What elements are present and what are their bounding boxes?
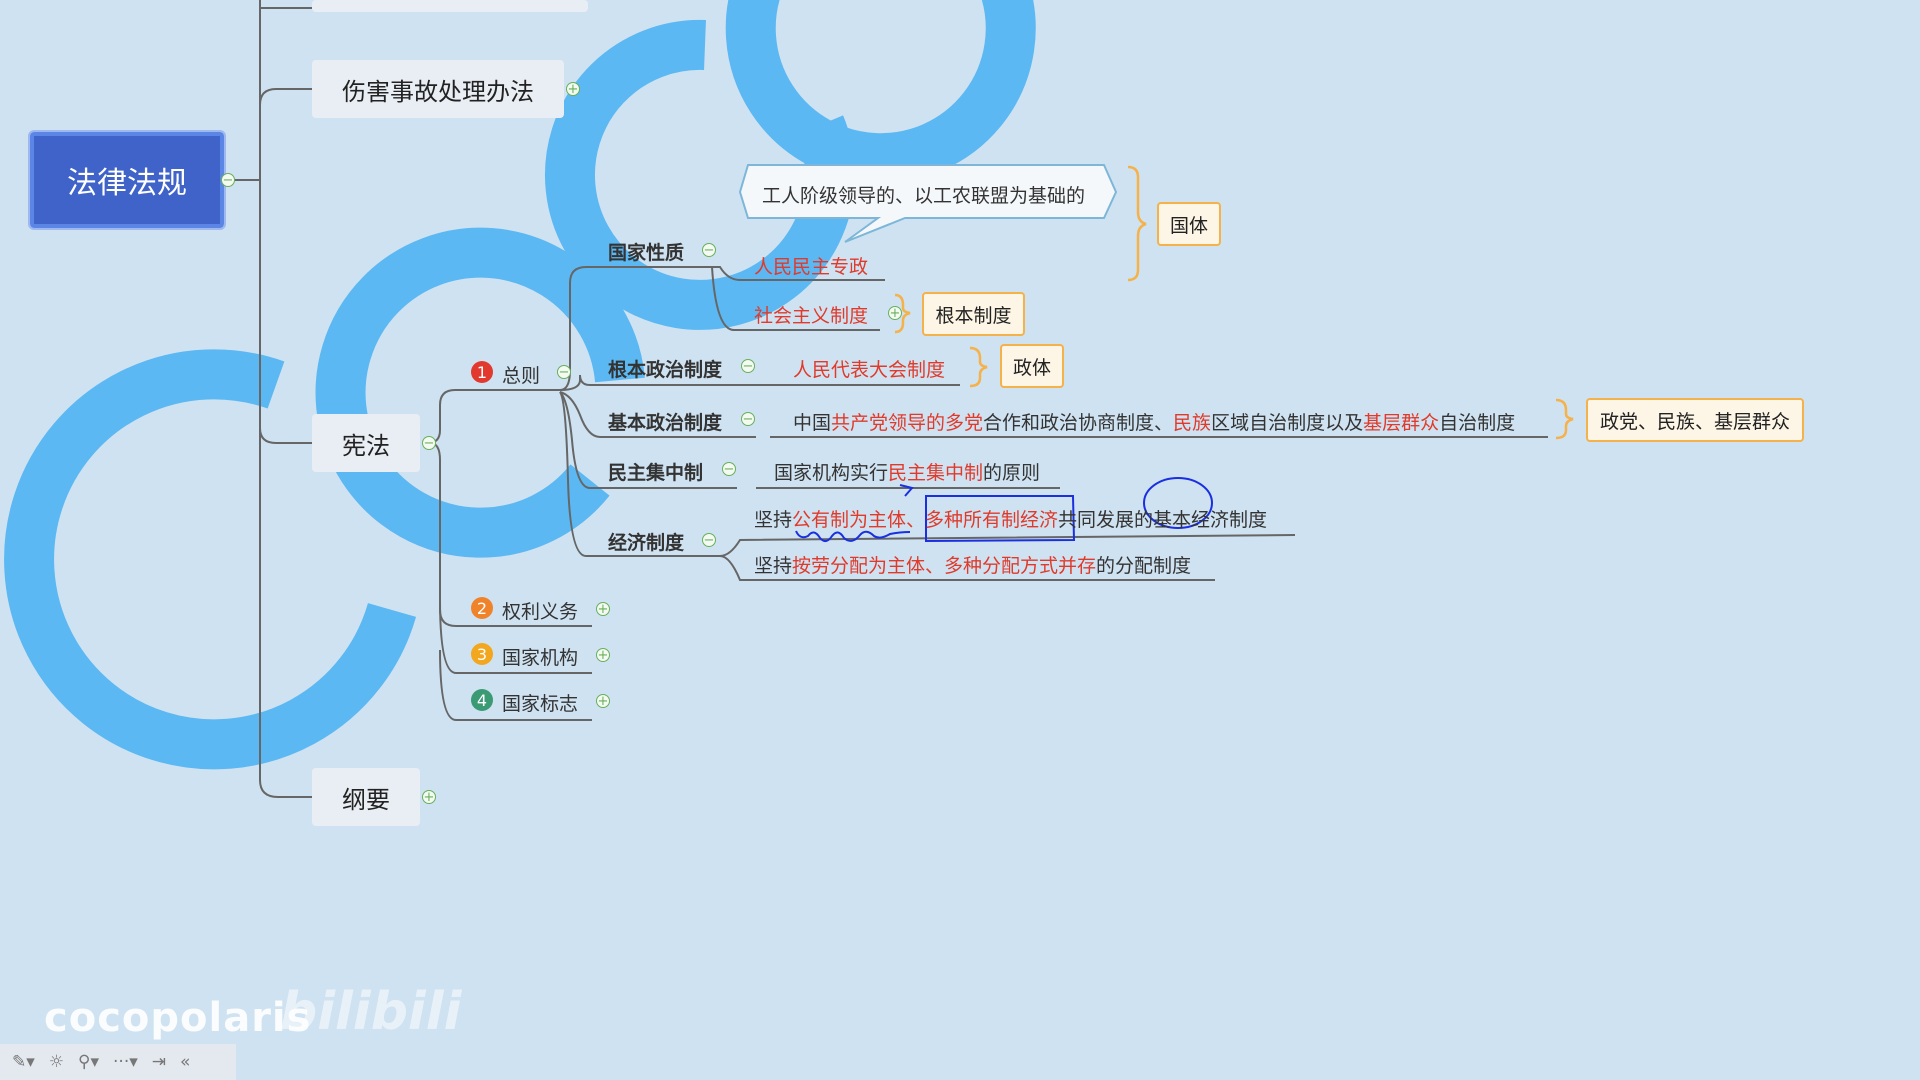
economic-line-1[interactable]: 坚持公有制为主体、多种所有制经济共同发展的基本经济制度 — [754, 509, 1268, 531]
tag-state-form[interactable]: 国体 — [1157, 202, 1221, 246]
presentation-toolbar: ✎▾ ☼ ⚲▾ ···▾ ⇥ « — [0, 1044, 236, 1080]
trunk-line — [259, 0, 312, 798]
accident-expand-toggle[interactable]: + — [566, 82, 580, 97]
more-icon[interactable]: ···▾ — [113, 1052, 138, 1072]
node-basic-political[interactable]: 基本政治制度 — [608, 412, 723, 434]
tag-gov-form[interactable]: 政体 — [1000, 344, 1064, 388]
rights-expand-toggle[interactable]: + — [596, 602, 610, 617]
symbols-expand-toggle[interactable]: + — [596, 694, 610, 709]
basic-collapse-toggle[interactable]: − — [741, 412, 755, 427]
state-nature-collapse-toggle[interactable]: − — [702, 243, 716, 258]
root-label: 法律法规 — [67, 166, 187, 201]
node-socialist-system[interactable]: 社会主义制度 — [754, 305, 869, 327]
branch-constitution[interactable]: 宪法 — [312, 414, 420, 472]
node-democratic-centralism[interactable]: 民主集中制 — [608, 462, 704, 484]
outline-expand-toggle[interactable]: + — [422, 790, 436, 805]
callout-bubble — [738, 164, 1118, 243]
node-rights-duties[interactable]: 权利义务 — [502, 601, 579, 623]
node-state-nature[interactable]: 国家性质 — [608, 242, 685, 264]
brace-gov-form — [969, 346, 988, 388]
tag-parties[interactable]: 政党、民族、基层群众 — [1586, 398, 1804, 442]
brace-parties — [1555, 398, 1574, 440]
branch-top-partial[interactable] — [312, 0, 588, 12]
economic-collapse-toggle[interactable]: − — [702, 533, 716, 548]
site-logo: bilibili — [280, 982, 462, 1042]
branch-accident-label: 伤害事故处理办法 — [342, 77, 534, 106]
node-peoples-congress[interactable]: 人民代表大会制度 — [793, 359, 946, 381]
fundamental-collapse-toggle[interactable]: − — [741, 359, 755, 374]
basic-political-text[interactable]: 中国共产党领导的多党合作和政治协商制度、民族区域自治制度以及基层群众自治制度 — [793, 412, 1516, 434]
node-state-symbols[interactable]: 国家标志 — [502, 693, 579, 715]
priority-1-icon: 1 — [471, 361, 493, 383]
callout-text: 工人阶级领导的、以工农联盟为基础的 — [762, 185, 1086, 207]
uploader-watermark: cocopolaris — [44, 995, 312, 1041]
brace-basic-system — [894, 293, 911, 334]
branch-accident[interactable]: 伤害事故处理办法 — [312, 60, 564, 118]
root-collapse-toggle[interactable]: − — [221, 173, 235, 188]
priority-2-icon: 2 — [471, 597, 493, 619]
brace-state-form — [1127, 165, 1147, 282]
pen-icon[interactable]: ✎▾ — [12, 1052, 35, 1072]
democratic-collapse-toggle[interactable]: − — [722, 462, 736, 477]
zoom-icon[interactable]: ⚲▾ — [78, 1052, 100, 1072]
general-collapse-toggle[interactable]: − — [557, 365, 571, 380]
collapse-icon[interactable]: « — [180, 1052, 191, 1072]
node-general[interactable]: 总则 — [502, 365, 541, 387]
node-fundamental-political[interactable]: 根本政治制度 — [608, 359, 723, 381]
democratic-text[interactable]: 国家机构实行民主集中制的原则 — [774, 462, 1041, 484]
node-economic[interactable]: 经济制度 — [608, 532, 685, 554]
priority-4-icon: 4 — [471, 689, 493, 711]
organs-expand-toggle[interactable]: + — [596, 648, 610, 663]
pointer-icon[interactable]: ☼ — [48, 1052, 65, 1072]
economic-line-2[interactable]: 坚持按劳分配为主体、多种分配方式并存的分配制度 — [754, 555, 1192, 577]
constitution-collapse-toggle[interactable]: − — [422, 436, 436, 451]
exit-icon[interactable]: ⇥ — [151, 1052, 167, 1072]
branch-constitution-label: 宪法 — [342, 431, 390, 460]
priority-3-icon: 3 — [471, 643, 493, 665]
node-state-organs[interactable]: 国家机构 — [502, 647, 579, 669]
node-peoples-dictatorship[interactable]: 人民民主专政 — [754, 256, 869, 278]
branch-outline-label: 纲要 — [342, 785, 390, 814]
ink-annotations — [795, 477, 1213, 543]
tag-basic-system[interactable]: 根本制度 — [922, 292, 1025, 336]
socialist-expand-toggle[interactable]: + — [888, 306, 902, 321]
logo-watermark — [4, 0, 1036, 770]
branch-outline[interactable]: 纲要 — [312, 768, 420, 826]
root-node[interactable]: 法律法规 — [28, 130, 226, 230]
